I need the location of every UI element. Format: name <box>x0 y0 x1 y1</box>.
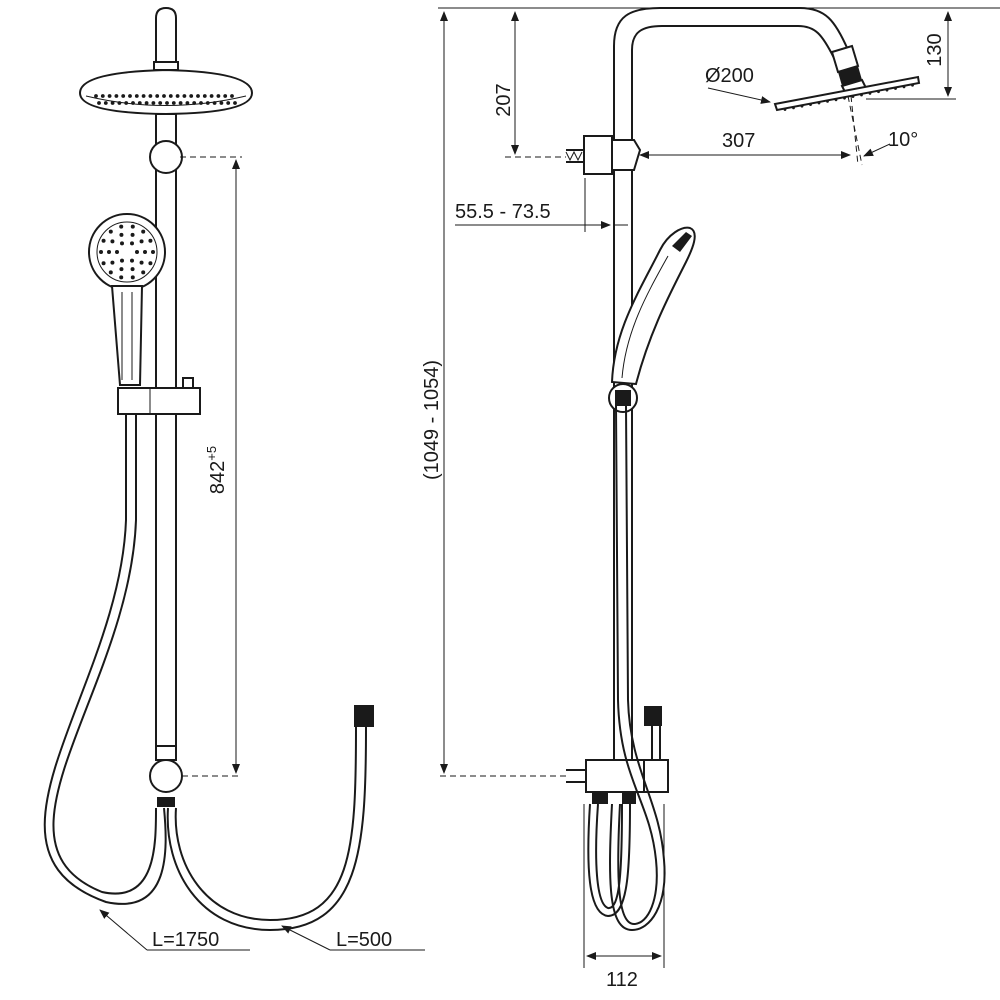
side-riser-pipe <box>613 140 633 760</box>
side-view <box>438 7 1000 968</box>
hose-length-leaders <box>99 909 425 951</box>
wall-offset-label: 55.5 - 73.5 <box>455 201 551 223</box>
side-hoses <box>587 405 666 932</box>
hose-long-label: L=1750 <box>152 929 219 951</box>
side-dimension-lines <box>438 7 1000 968</box>
side-head-nozzles <box>783 83 914 111</box>
side-upper-wall-bracket <box>565 135 642 175</box>
hose-short-label: L=500 <box>336 929 392 951</box>
front-hoses <box>43 414 374 932</box>
front-diverter <box>149 745 183 807</box>
tilt-angle-label: 10° <box>888 129 918 151</box>
top-drop-label: 207 <box>493 83 515 116</box>
base-width-label: 112 <box>606 969 638 991</box>
side-overhead-shower-head <box>773 75 921 112</box>
side-overhead-arm <box>613 7 868 140</box>
front-view <box>43 6 425 951</box>
overhead-nozzles <box>94 94 237 105</box>
total-height-label: (1049 - 1054) <box>421 360 443 480</box>
hand-shower-nozzles <box>99 224 155 280</box>
front-upper-wall-bracket <box>149 140 183 174</box>
tilt-angle-lines <box>847 95 891 166</box>
head-diameter-label: Ø200 <box>705 65 754 87</box>
rail-height-dimension-lines <box>180 156 242 777</box>
head-drop-label: 130 <box>924 33 946 66</box>
front-slider-holder <box>117 377 201 415</box>
arm-reach-label: 307 <box>722 130 755 152</box>
side-mixer-valve <box>566 706 669 804</box>
front-overhead-shower-head <box>78 68 254 145</box>
front-hand-shower <box>88 213 166 386</box>
front-upper-pipe <box>153 6 179 71</box>
side-hand-shower <box>608 226 696 413</box>
rail-height-label: 842+5 <box>204 446 229 494</box>
